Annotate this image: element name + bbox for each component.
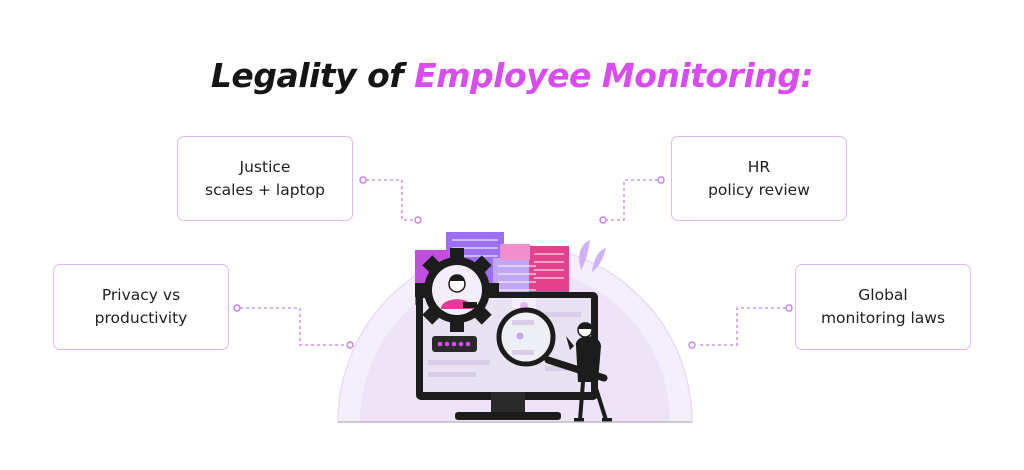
connector-dots	[233, 176, 793, 349]
box-privacy-vs-productivity: Privacy vs productivity	[53, 264, 229, 350]
connector-top-left	[366, 179, 414, 221]
gear-icon	[415, 248, 499, 332]
connector-mid-left	[240, 307, 345, 346]
box-label: Global monitoring laws	[820, 286, 946, 327]
connector-mid-right	[697, 307, 786, 346]
magnifying-glass-icon	[496, 307, 608, 382]
title-highlight: Employee Monitoring:	[414, 56, 814, 95]
box-justice-scales-laptop: Justice scales + laptop	[177, 136, 353, 221]
box-label: Justice scales + laptop	[205, 157, 325, 199]
gear-person-icon	[441, 274, 477, 309]
box-label: Privacy vs productivity	[94, 286, 188, 327]
title-prefix: Legality of	[210, 56, 415, 95]
connector-top-right	[607, 179, 658, 221]
page-title: Legality of Employee Monitoring:	[0, 56, 1024, 95]
plant-leaves-icon	[579, 240, 606, 272]
box-hr-policy-review: HR policy review	[671, 136, 847, 221]
box-label: HR policy review	[708, 157, 810, 199]
connectors	[240, 179, 786, 346]
detective-person-icon	[566, 322, 612, 422]
box-global-monitoring-laws: Global monitoring laws	[795, 264, 971, 350]
rating-stars-icon	[437, 341, 471, 347]
